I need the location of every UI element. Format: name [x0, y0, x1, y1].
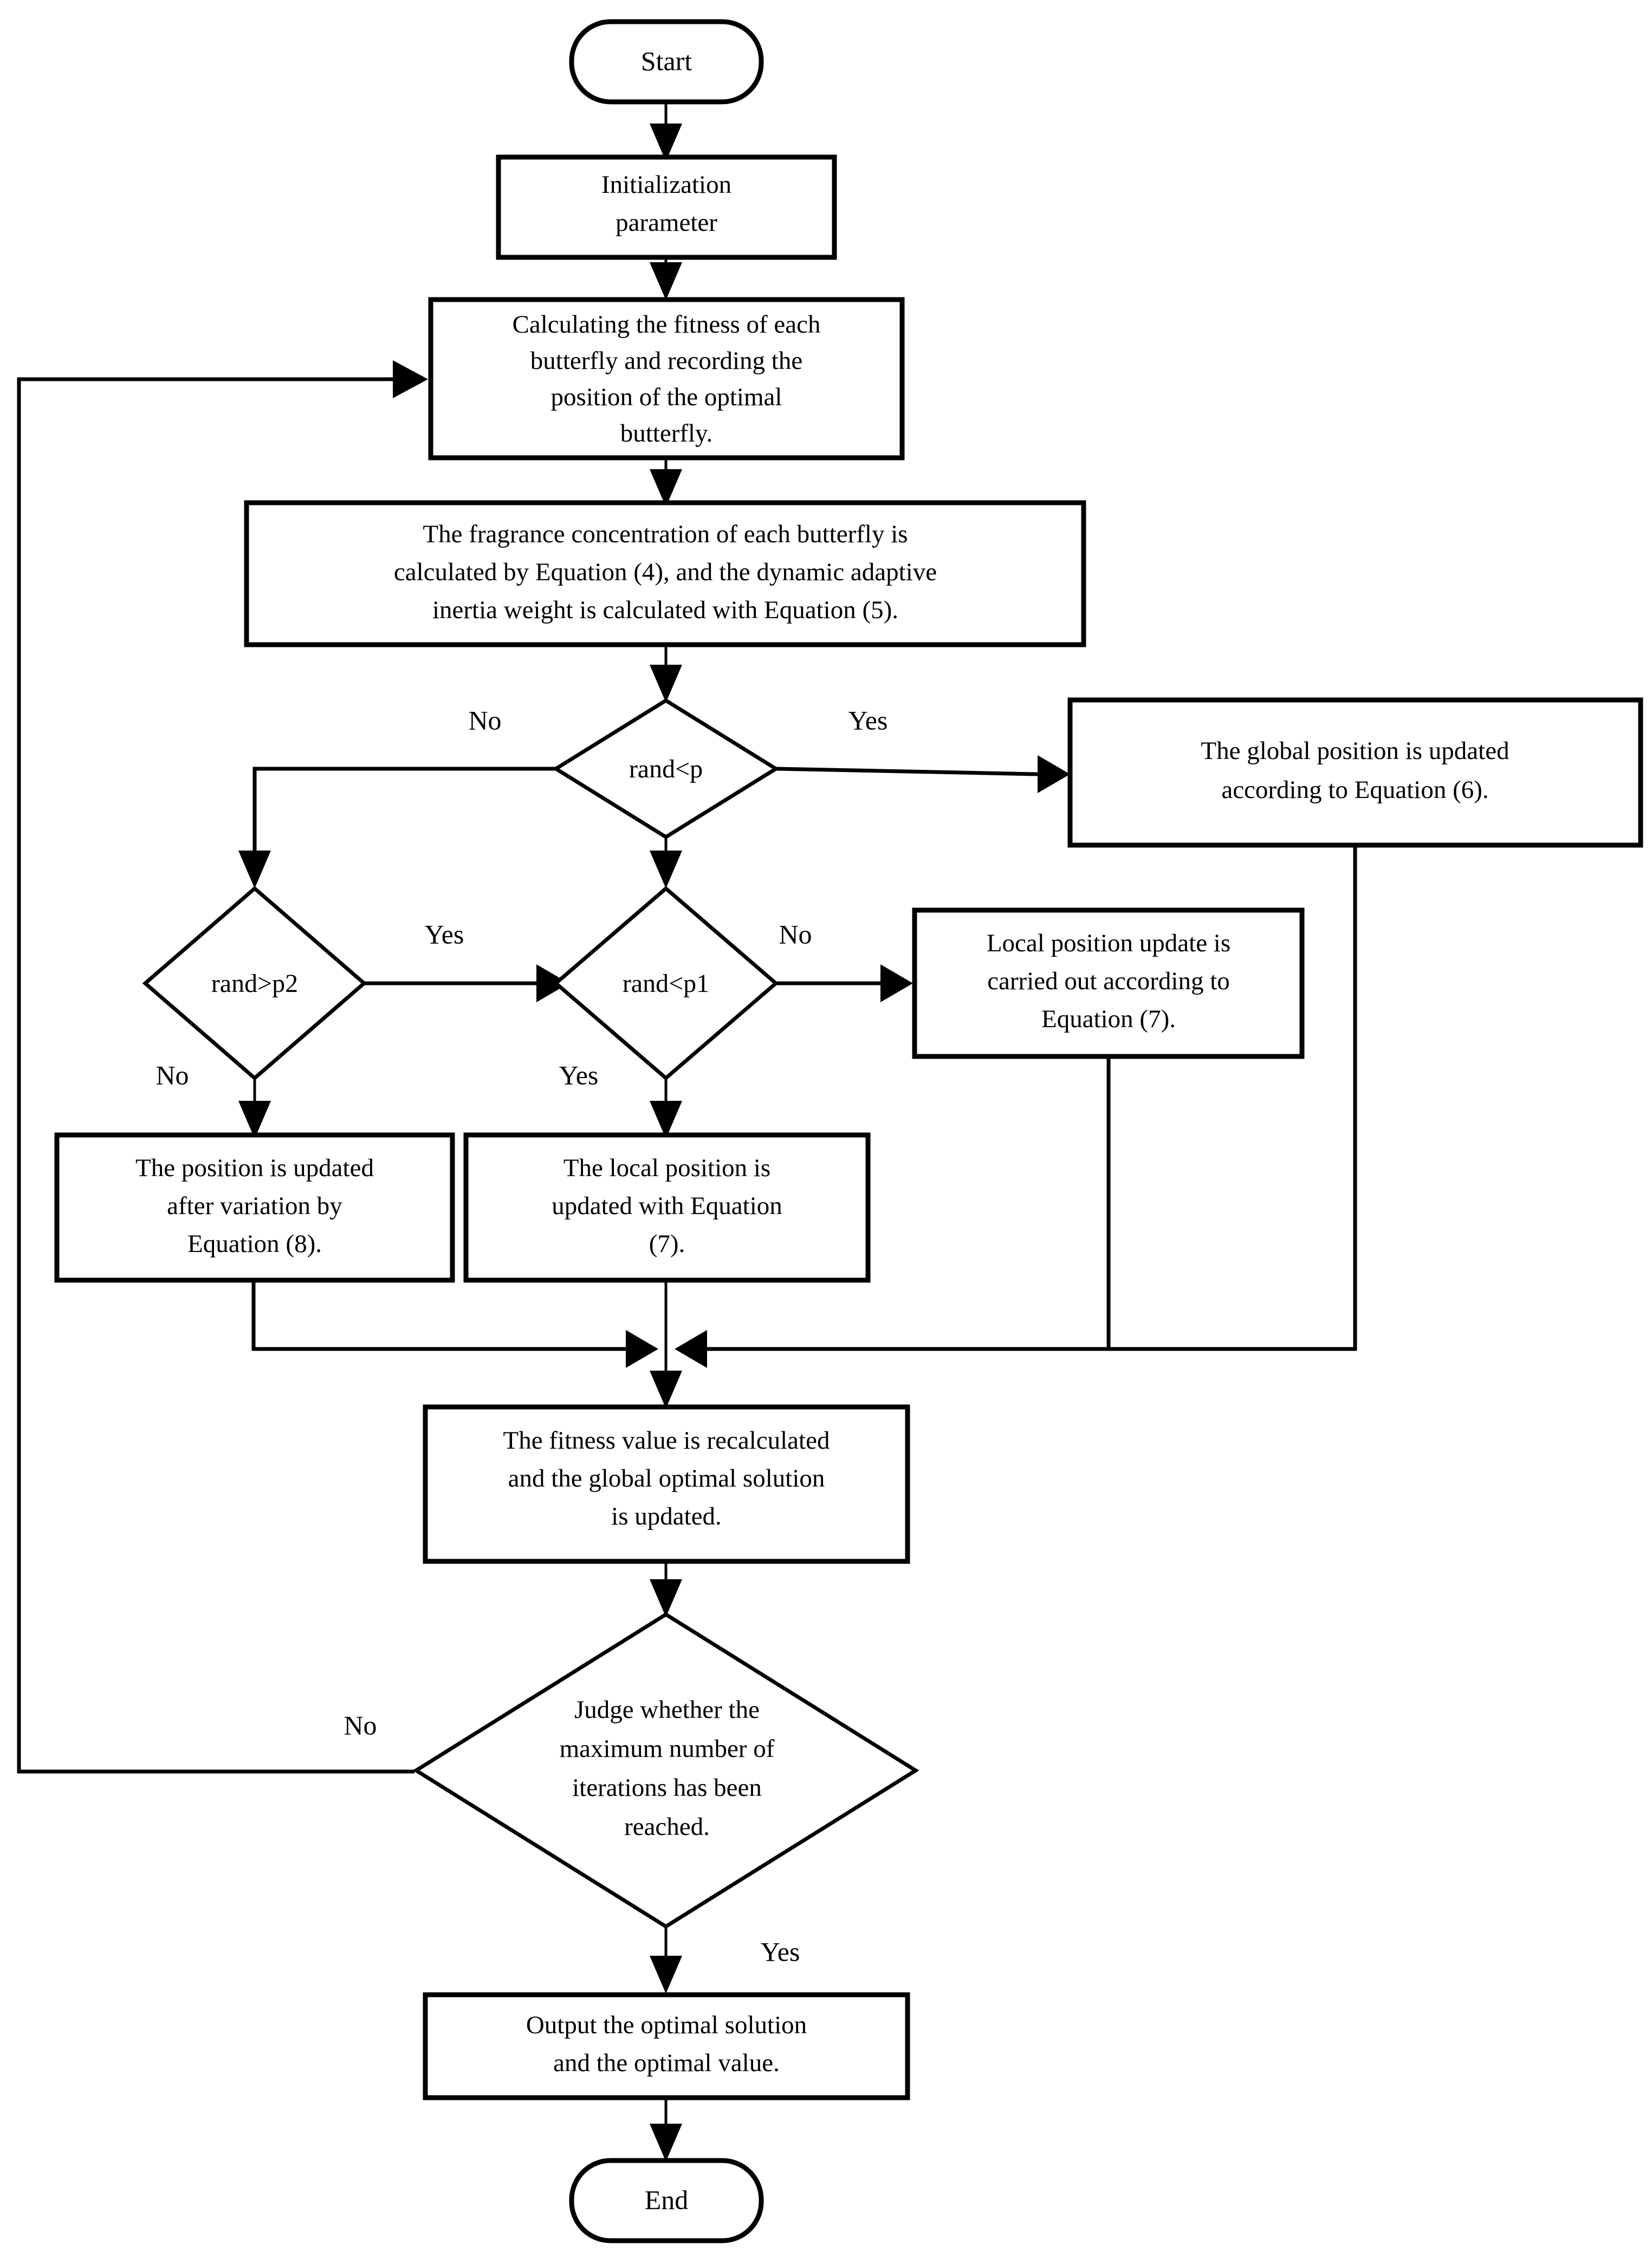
- node-local-position-update-center[interactable]: The local position is updated with Equat…: [463, 1132, 871, 1283]
- node-variationupdate-line3: Equation (8).: [187, 1230, 322, 1258]
- node-output-optimal-solution[interactable]: Output the optimal solution and the opti…: [423, 1992, 910, 2100]
- node-fragrance-line2: calculated by Equation (4), and the dyna…: [394, 558, 937, 586]
- node-init-line2: parameter: [616, 209, 717, 237]
- node-fragrance-concentration[interactable]: The fragrance concentration of each butt…: [244, 500, 1086, 647]
- node-decision-rand-lt-p[interactable]: rand<p: [552, 698, 780, 840]
- node-start[interactable]: Start: [569, 19, 764, 105]
- node-recalculate-fitness[interactable]: The fitness value is recalculated and th…: [423, 1404, 910, 1564]
- node-start-label: Start: [641, 46, 692, 76]
- node-judge-line4: reached.: [624, 1813, 710, 1841]
- node-calculating-fitness[interactable]: Calculating the fitness of each butterfl…: [428, 297, 905, 460]
- edge-label-randgtp2-no: No: [156, 1060, 189, 1090]
- node-output-line1: Output the optimal solution: [526, 2011, 807, 2039]
- node-end-label: End: [645, 2184, 689, 2215]
- node-initialization-parameter[interactable]: Initialization parameter: [496, 154, 837, 260]
- node-decision-rand-lt-p1[interactable]: rand<p1: [553, 886, 779, 1081]
- node-localupdate-center-line1: The local position is: [563, 1154, 770, 1182]
- edge-randltp1-yes-to-localupdate-center: [650, 1078, 682, 1139]
- node-randltp1-label: rand<p1: [623, 969, 709, 998]
- edge-calcfitness-to-fragrance: [650, 457, 682, 507]
- node-decision-judge-iterations[interactable]: Judge whether the maximum number of iter…: [412, 1612, 919, 1929]
- node-localupdate-right-line2: carried out according to: [987, 967, 1230, 995]
- edge-merge-to-recalcfitness: [650, 1349, 682, 1409]
- edge-variationupdate-to-merge: [251, 1279, 658, 1368]
- node-output-line2: and the optimal value.: [553, 2049, 780, 2077]
- edge-recalcfitness-to-judge: [650, 1560, 682, 1617]
- node-calcfitness-line1: Calculating the fitness of each: [512, 310, 820, 339]
- node-calcfitness-line2: butterfly and recording the: [530, 347, 802, 375]
- node-local-position-update-right[interactable]: Local position update is carried out acc…: [912, 907, 1305, 1059]
- node-end[interactable]: End: [569, 2158, 764, 2243]
- node-recalcfitness-line2: and the global optimal solution: [508, 1464, 825, 1493]
- edge-randgtp2-no-to-variationupdate: [238, 1078, 271, 1139]
- node-fragrance-line3: inertia weight is calculated with Equati…: [432, 596, 898, 624]
- node-globalupdate-line2: according to Equation (6).: [1221, 776, 1488, 804]
- edge-start-to-init: [650, 101, 682, 161]
- edge-randltp-down-to-randltp1: [650, 837, 682, 888]
- node-calcfitness-line4: butterfly.: [620, 419, 713, 447]
- node-recalcfitness-line3: is updated.: [611, 1502, 722, 1530]
- node-global-position-update[interactable]: The global position is updated according…: [1067, 697, 1643, 848]
- edge-label-judge-yes: Yes: [761, 1936, 800, 1967]
- edge-randltp-yes-to-globalupdate: [775, 755, 1070, 793]
- node-decision-rand-gt-p2[interactable]: rand>p2: [142, 886, 367, 1081]
- edge-label-judge-no: No: [344, 1710, 377, 1740]
- edge-fragrance-to-randltp: [650, 645, 682, 703]
- node-fragrance-line1: The fragrance concentration of each butt…: [423, 520, 908, 548]
- node-variationupdate-line1: The position is updated: [135, 1154, 374, 1182]
- edge-globalupdate-to-merge: [704, 845, 1357, 1351]
- edge-label-randltp1-no: No: [779, 919, 812, 949]
- node-variationupdate-line2: after variation by: [167, 1192, 342, 1220]
- node-randltp-label: rand<p: [629, 755, 703, 783]
- node-variation-position-update[interactable]: The position is updated after variation …: [54, 1132, 455, 1283]
- edge-output-to-end: [650, 2097, 682, 2162]
- node-recalcfitness-line1: The fitness value is recalculated: [503, 1426, 830, 1455]
- node-calcfitness-line3: position of the optimal: [551, 383, 782, 411]
- edge-randgtp2-yes-to-randltp1: [364, 964, 569, 1002]
- node-randgtp2-label: rand>p2: [211, 969, 298, 998]
- node-init-line1: Initialization: [601, 171, 731, 199]
- node-localupdate-center-line3: (7).: [649, 1230, 685, 1258]
- edge-init-to-calcfitness: [650, 256, 682, 300]
- node-localupdate-right-line1: Local position update is: [987, 929, 1230, 957]
- edge-randltp1-no-to-localupdate-right: [776, 964, 913, 1002]
- edge-randltp-no-to-randgtp2: [238, 767, 556, 888]
- node-globalupdate-line1: The global position is updated: [1201, 737, 1509, 765]
- edge-label-randltp-no: No: [468, 705, 501, 735]
- node-localupdate-center-line2: updated with Equation: [552, 1192, 782, 1220]
- node-localupdate-right-line3: Equation (7).: [1041, 1005, 1176, 1033]
- node-judge-line1: Judge whether the: [574, 1696, 760, 1724]
- node-judge-line2: maximum number of: [560, 1735, 775, 1763]
- edge-label-randltp1-yes: Yes: [559, 1060, 599, 1090]
- edge-judge-yes-to-output: [650, 1926, 682, 1994]
- node-judge-line3: iterations has been: [572, 1774, 762, 1802]
- edge-label-randltp-yes: Yes: [848, 705, 888, 735]
- edge-label-randgtp2-yes: Yes: [425, 919, 464, 949]
- edge-judge-no-feedback-to-calcfitness: [17, 360, 428, 1774]
